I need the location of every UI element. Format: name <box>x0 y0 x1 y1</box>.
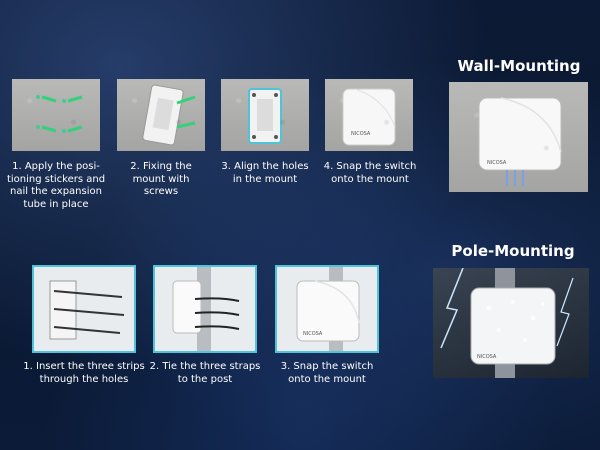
wall-step-3-illustration <box>248 88 282 144</box>
wall-step-2-caption: 2. Fixing the mount with screws <box>130 161 192 197</box>
wall-step-4-caption: 4. Snap the switch onto the mount <box>323 161 417 185</box>
wall-mounted-switch-illustration: NICOSA <box>478 97 562 186</box>
wall-step-3-caption: 3. Align the holes in the mount <box>221 161 309 185</box>
pole-step-2-caption: 2. Tie the three straps to the post <box>149 361 261 385</box>
pole-step-1-caption: 1. Insert the three strips through the h… <box>23 361 145 385</box>
wall-step-4-illustration: NICOSA <box>342 88 396 146</box>
wall-mounting-heading: Wall-Mounting <box>457 57 581 75</box>
pole-step-3-image: NICOSA <box>275 265 379 353</box>
wall-mounting-photo: NICOSA <box>449 82 588 192</box>
wall-step-1-image <box>12 79 100 151</box>
pole-mounted-switch-illustration: NICOSA <box>440 268 574 378</box>
wall-step-1-illustration <box>36 95 83 133</box>
pole-step-3-brand-label: NICOSA <box>303 331 323 337</box>
pole-mounting-photo: NICOSA <box>433 268 589 378</box>
wall-step-2-illustration <box>142 84 196 146</box>
pole-step-1-illustration <box>49 280 125 340</box>
wall-step-4-brand-label: NICOSA <box>351 131 371 137</box>
wall-step-3-image <box>221 79 309 151</box>
wall-step-4-image: NICOSA <box>325 79 413 151</box>
pole-step-2-image <box>153 265 257 353</box>
pole-step-3-caption: 3. Snap the switch onto the mount <box>280 361 374 385</box>
wall-step-1-caption: 1. Apply the posi- tioning stickers and … <box>6 161 106 210</box>
pole-step-1-image <box>32 265 136 353</box>
pole-step-2-illustration <box>172 267 240 351</box>
pole-mounting-heading: Pole-Mounting <box>451 242 575 260</box>
wall-step-2-image <box>117 79 205 151</box>
wall-photo-brand-label: NICOSA <box>487 160 507 166</box>
pole-photo-brand-label: NICOSA <box>477 354 497 360</box>
pole-step-3-illustration: NICOSA <box>296 267 360 351</box>
